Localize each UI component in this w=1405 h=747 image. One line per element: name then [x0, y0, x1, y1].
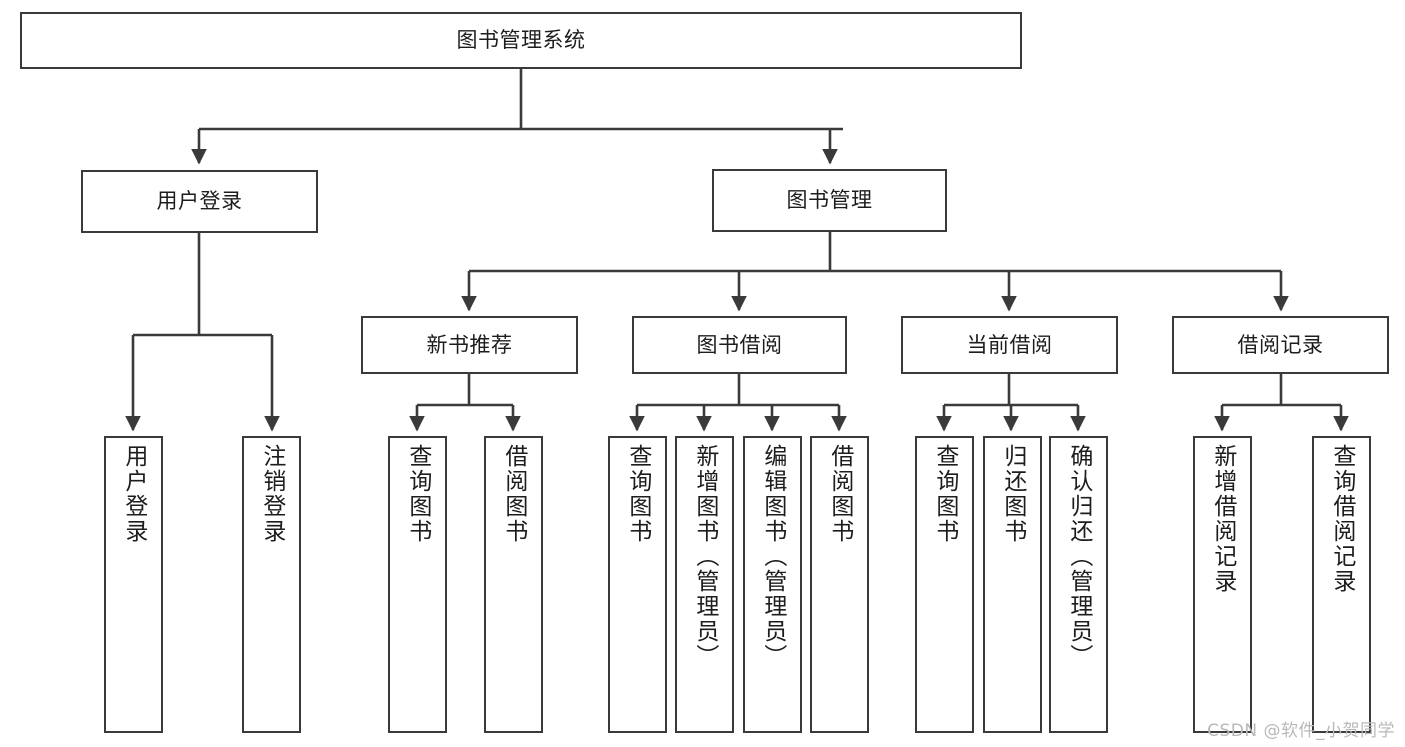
node-leaf-borrow-book-b[interactable]: 借阅图书: [810, 436, 869, 733]
node-leaf-return-book-label: 归还图书: [999, 444, 1026, 544]
node-leaf-query-book-b[interactable]: 查询图书: [608, 436, 667, 733]
node-leaf-edit-book-label: 编辑图书（管理员）: [759, 444, 786, 669]
node-book-manage[interactable]: 图书管理: [712, 169, 947, 232]
edge-borrow-record-to-leaves: [1214, 374, 1349, 432]
edge-book-borrow-to-leaves: [629, 374, 847, 432]
node-leaf-query-record-label: 查询借阅记录: [1328, 444, 1355, 594]
node-root[interactable]: 图书管理系统: [20, 12, 1022, 69]
node-leaf-user-login-label: 用户登录: [120, 444, 147, 544]
node-new-book-recommend-label: 新书推荐: [426, 332, 513, 357]
node-current-borrow[interactable]: 当前借阅: [901, 316, 1118, 374]
node-leaf-return-book[interactable]: 归还图书: [983, 436, 1042, 733]
edge-book-manage-to-level3: [461, 232, 1289, 312]
node-borrow-record-label: 借阅记录: [1237, 332, 1324, 357]
node-leaf-add-record-label: 新增借阅记录: [1209, 444, 1236, 594]
node-current-borrow-label: 当前借阅: [966, 332, 1053, 357]
node-user-login[interactable]: 用户登录: [81, 170, 318, 233]
node-leaf-logout-label: 注销登录: [258, 444, 285, 544]
node-leaf-borrow-book-a[interactable]: 借阅图书: [484, 436, 543, 733]
node-leaf-query-book-a-label: 查询图书: [404, 444, 431, 544]
node-leaf-user-login[interactable]: 用户登录: [104, 436, 163, 733]
node-root-label: 图书管理系统: [456, 28, 586, 53]
node-leaf-add-book-label: 新增图书（管理员）: [691, 444, 718, 669]
edge-current-borrow-to-leaves: [936, 374, 1086, 432]
node-leaf-add-book[interactable]: 新增图书（管理员）: [675, 436, 734, 733]
edge-root-to-level2: [191, 68, 843, 165]
node-leaf-query-book-a[interactable]: 查询图书: [388, 436, 447, 733]
node-book-manage-label: 图书管理: [786, 188, 873, 213]
node-leaf-borrow-book-b-label: 借阅图书: [826, 444, 853, 544]
node-book-borrow-label: 图书借阅: [696, 332, 783, 357]
node-leaf-confirm-return[interactable]: 确认归还（管理员）: [1049, 436, 1108, 733]
node-leaf-query-record[interactable]: 查询借阅记录: [1312, 436, 1371, 733]
node-user-login-label: 用户登录: [156, 189, 243, 214]
node-leaf-query-book-b-label: 查询图书: [624, 444, 651, 544]
node-leaf-logout[interactable]: 注销登录: [242, 436, 301, 733]
node-leaf-borrow-book-a-label: 借阅图书: [500, 444, 527, 544]
node-new-book-recommend[interactable]: 新书推荐: [361, 316, 578, 374]
node-leaf-confirm-return-label: 确认归还（管理员）: [1065, 444, 1092, 669]
node-borrow-record[interactable]: 借阅记录: [1172, 316, 1389, 374]
node-leaf-add-record[interactable]: 新增借阅记录: [1193, 436, 1252, 733]
node-leaf-query-book-c[interactable]: 查询图书: [915, 436, 974, 733]
node-book-borrow[interactable]: 图书借阅: [632, 316, 847, 374]
edge-user-login-to-leaves: [125, 233, 280, 432]
node-leaf-edit-book[interactable]: 编辑图书（管理员）: [743, 436, 802, 733]
edge-new-book-rec-to-leaves: [409, 374, 521, 432]
node-leaf-query-book-c-label: 查询图书: [931, 444, 958, 544]
